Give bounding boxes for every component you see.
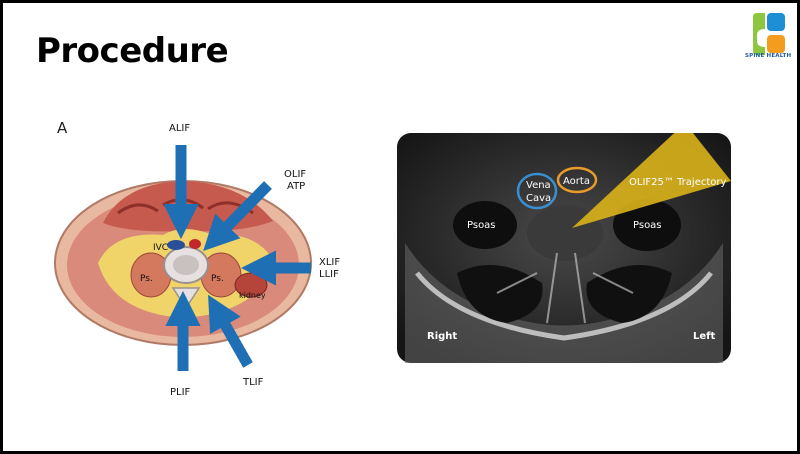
plif-label: PLIF bbox=[170, 387, 191, 398]
olif-trajectory-cone bbox=[572, 133, 731, 228]
side-left-label: Left bbox=[693, 331, 716, 342]
psoas-right-region bbox=[613, 199, 681, 251]
xlif-label: XLIF bbox=[319, 257, 340, 268]
panel-label: A bbox=[57, 119, 68, 137]
vena-label-line2: Cava bbox=[526, 193, 551, 204]
slide-title: Procedure bbox=[36, 31, 229, 71]
tlif-arrow bbox=[208, 294, 253, 368]
logo-caption: SPINE HEALTH bbox=[745, 53, 792, 59]
llif-label: LLIF bbox=[319, 269, 339, 280]
psoas-label-mri-left: Psoas bbox=[467, 220, 496, 231]
vena-label-line1: Vena bbox=[526, 180, 551, 191]
approach-diagram: A IVC Ps. Ps. kidney ALIF OLIF ATP bbox=[54, 119, 340, 398]
alif-label: ALIF bbox=[169, 123, 190, 134]
aorta-ring bbox=[556, 166, 598, 194]
tlif-label: TLIF bbox=[242, 377, 264, 388]
vena-cava-ring bbox=[516, 172, 558, 210]
trajectory-label: OLIF25™ Trajectory bbox=[629, 177, 727, 188]
psoas-left-region bbox=[453, 201, 517, 249]
side-right-label: Right bbox=[427, 331, 457, 342]
kidney-label: kidney bbox=[239, 291, 266, 300]
slide: Procedure SPINE HEALTH A bbox=[3, 3, 797, 451]
psoas-label-mri-right: Psoas bbox=[633, 220, 662, 231]
psoas-label-right: Ps. bbox=[211, 274, 224, 284]
olif-arrow bbox=[203, 181, 272, 252]
ivc-vessel bbox=[167, 240, 185, 250]
aorta-vessel bbox=[189, 239, 201, 249]
mri-scan: OLIF25™ Trajectory Vena Cava Aorta Psoas… bbox=[397, 133, 731, 363]
aorta-label: Aorta bbox=[563, 176, 590, 187]
spine-health-logo-icon bbox=[753, 13, 785, 55]
psoas-label-left: Ps. bbox=[140, 274, 153, 284]
olif-label: OLIF bbox=[284, 169, 306, 180]
atp-label: ATP bbox=[287, 181, 305, 192]
ivc-label: IVC bbox=[153, 243, 168, 253]
